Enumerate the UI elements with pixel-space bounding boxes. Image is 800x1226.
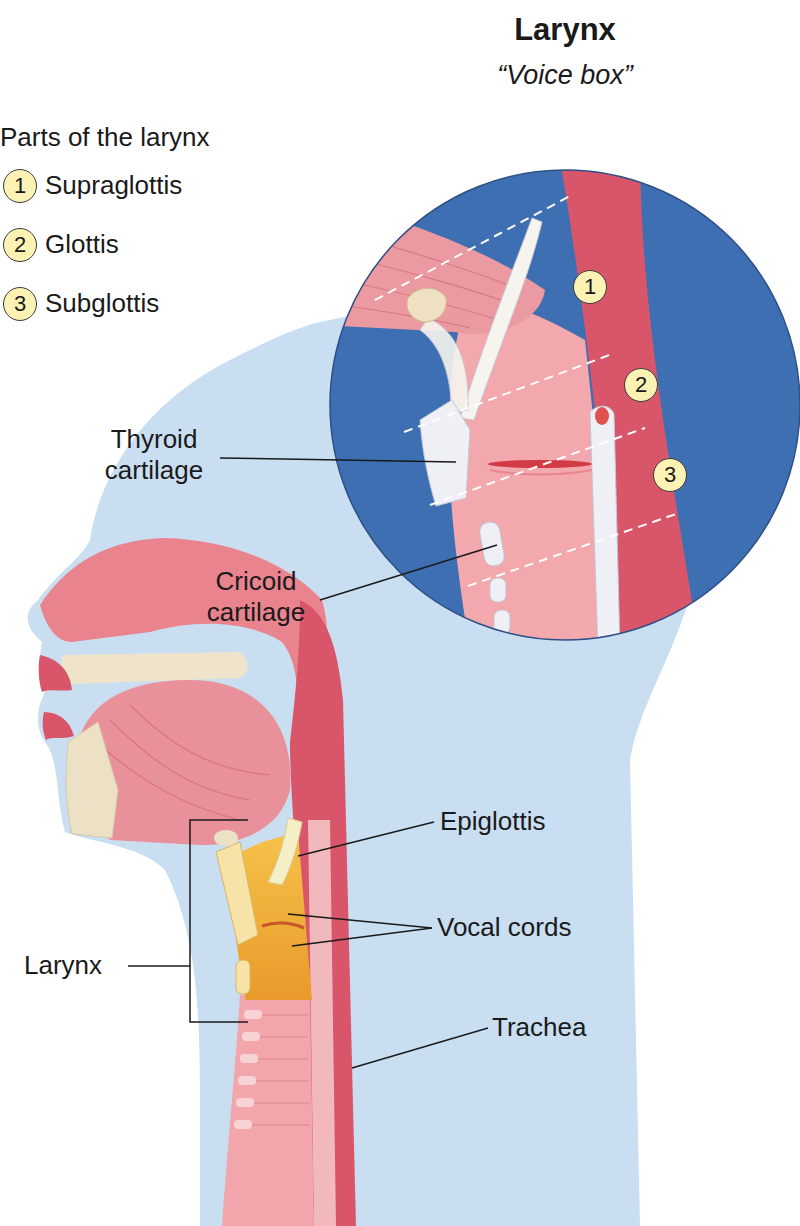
zoom-trachea-rings <box>490 578 514 666</box>
callout-text: 1 <box>584 275 596 299</box>
zoom-vocal-fold <box>488 460 592 468</box>
part-label: Epiglottis <box>440 806 640 837</box>
callout-number: 1 <box>3 169 37 203</box>
trachea <box>222 995 314 1226</box>
legend-text: Glottis <box>45 229 305 260</box>
callout-text: 2 <box>635 373 647 397</box>
hyoid-bone <box>214 830 238 846</box>
tongue-fibres <box>100 705 270 820</box>
thyroid-cartilage <box>216 842 258 945</box>
part-label: Trachea <box>492 1012 692 1043</box>
zoom-membrane <box>420 318 468 412</box>
part-label: Larynx <box>24 950 134 981</box>
trachea-stripes <box>252 1015 310 1125</box>
diagram-title: Larynx <box>415 12 715 48</box>
subtitle: “Voice box” <box>415 60 715 91</box>
callout-number: 2 <box>624 368 658 402</box>
zoom-cricoid-cartilage <box>478 521 505 568</box>
jaw-bone <box>66 722 118 838</box>
leader-lines <box>220 458 497 1068</box>
zoom-arytenoid-tip <box>595 407 609 425</box>
vocal-cords <box>262 923 304 928</box>
callout-text: 2 <box>14 233 26 257</box>
part-label: Vocal cords <box>437 912 637 943</box>
callout-number: 3 <box>3 287 37 321</box>
epiglottis <box>268 818 302 885</box>
callout-text: 3 <box>664 463 676 487</box>
zoom-thyroid-cartilage <box>420 400 470 506</box>
callout-text: 3 <box>14 292 26 316</box>
zoom-fold-shadow <box>490 470 592 475</box>
larynx-bracket <box>128 820 248 1022</box>
zoom-circle-border <box>330 170 800 640</box>
palate <box>61 652 247 684</box>
zoom-airway <box>449 300 612 650</box>
cricoid-cartilage <box>236 960 250 994</box>
callout-number: 1 <box>573 270 607 304</box>
region-divider-lines <box>375 195 676 586</box>
zoom-hyoid <box>407 288 446 322</box>
lips <box>39 655 74 740</box>
callout-text: 1 <box>14 174 26 198</box>
trachea-rings <box>234 1010 262 1129</box>
part-label: Cricoid cartilage <box>180 566 332 628</box>
callout-number: 2 <box>3 228 37 262</box>
legend-text: Subglottis <box>45 288 305 319</box>
zoom-detail <box>320 160 700 666</box>
legend-text: Supraglottis <box>45 170 305 201</box>
legend-heading: Parts of the larynx <box>0 122 320 153</box>
callout-number: 3 <box>653 458 687 492</box>
part-label: Thyroid cartilage <box>78 424 230 486</box>
